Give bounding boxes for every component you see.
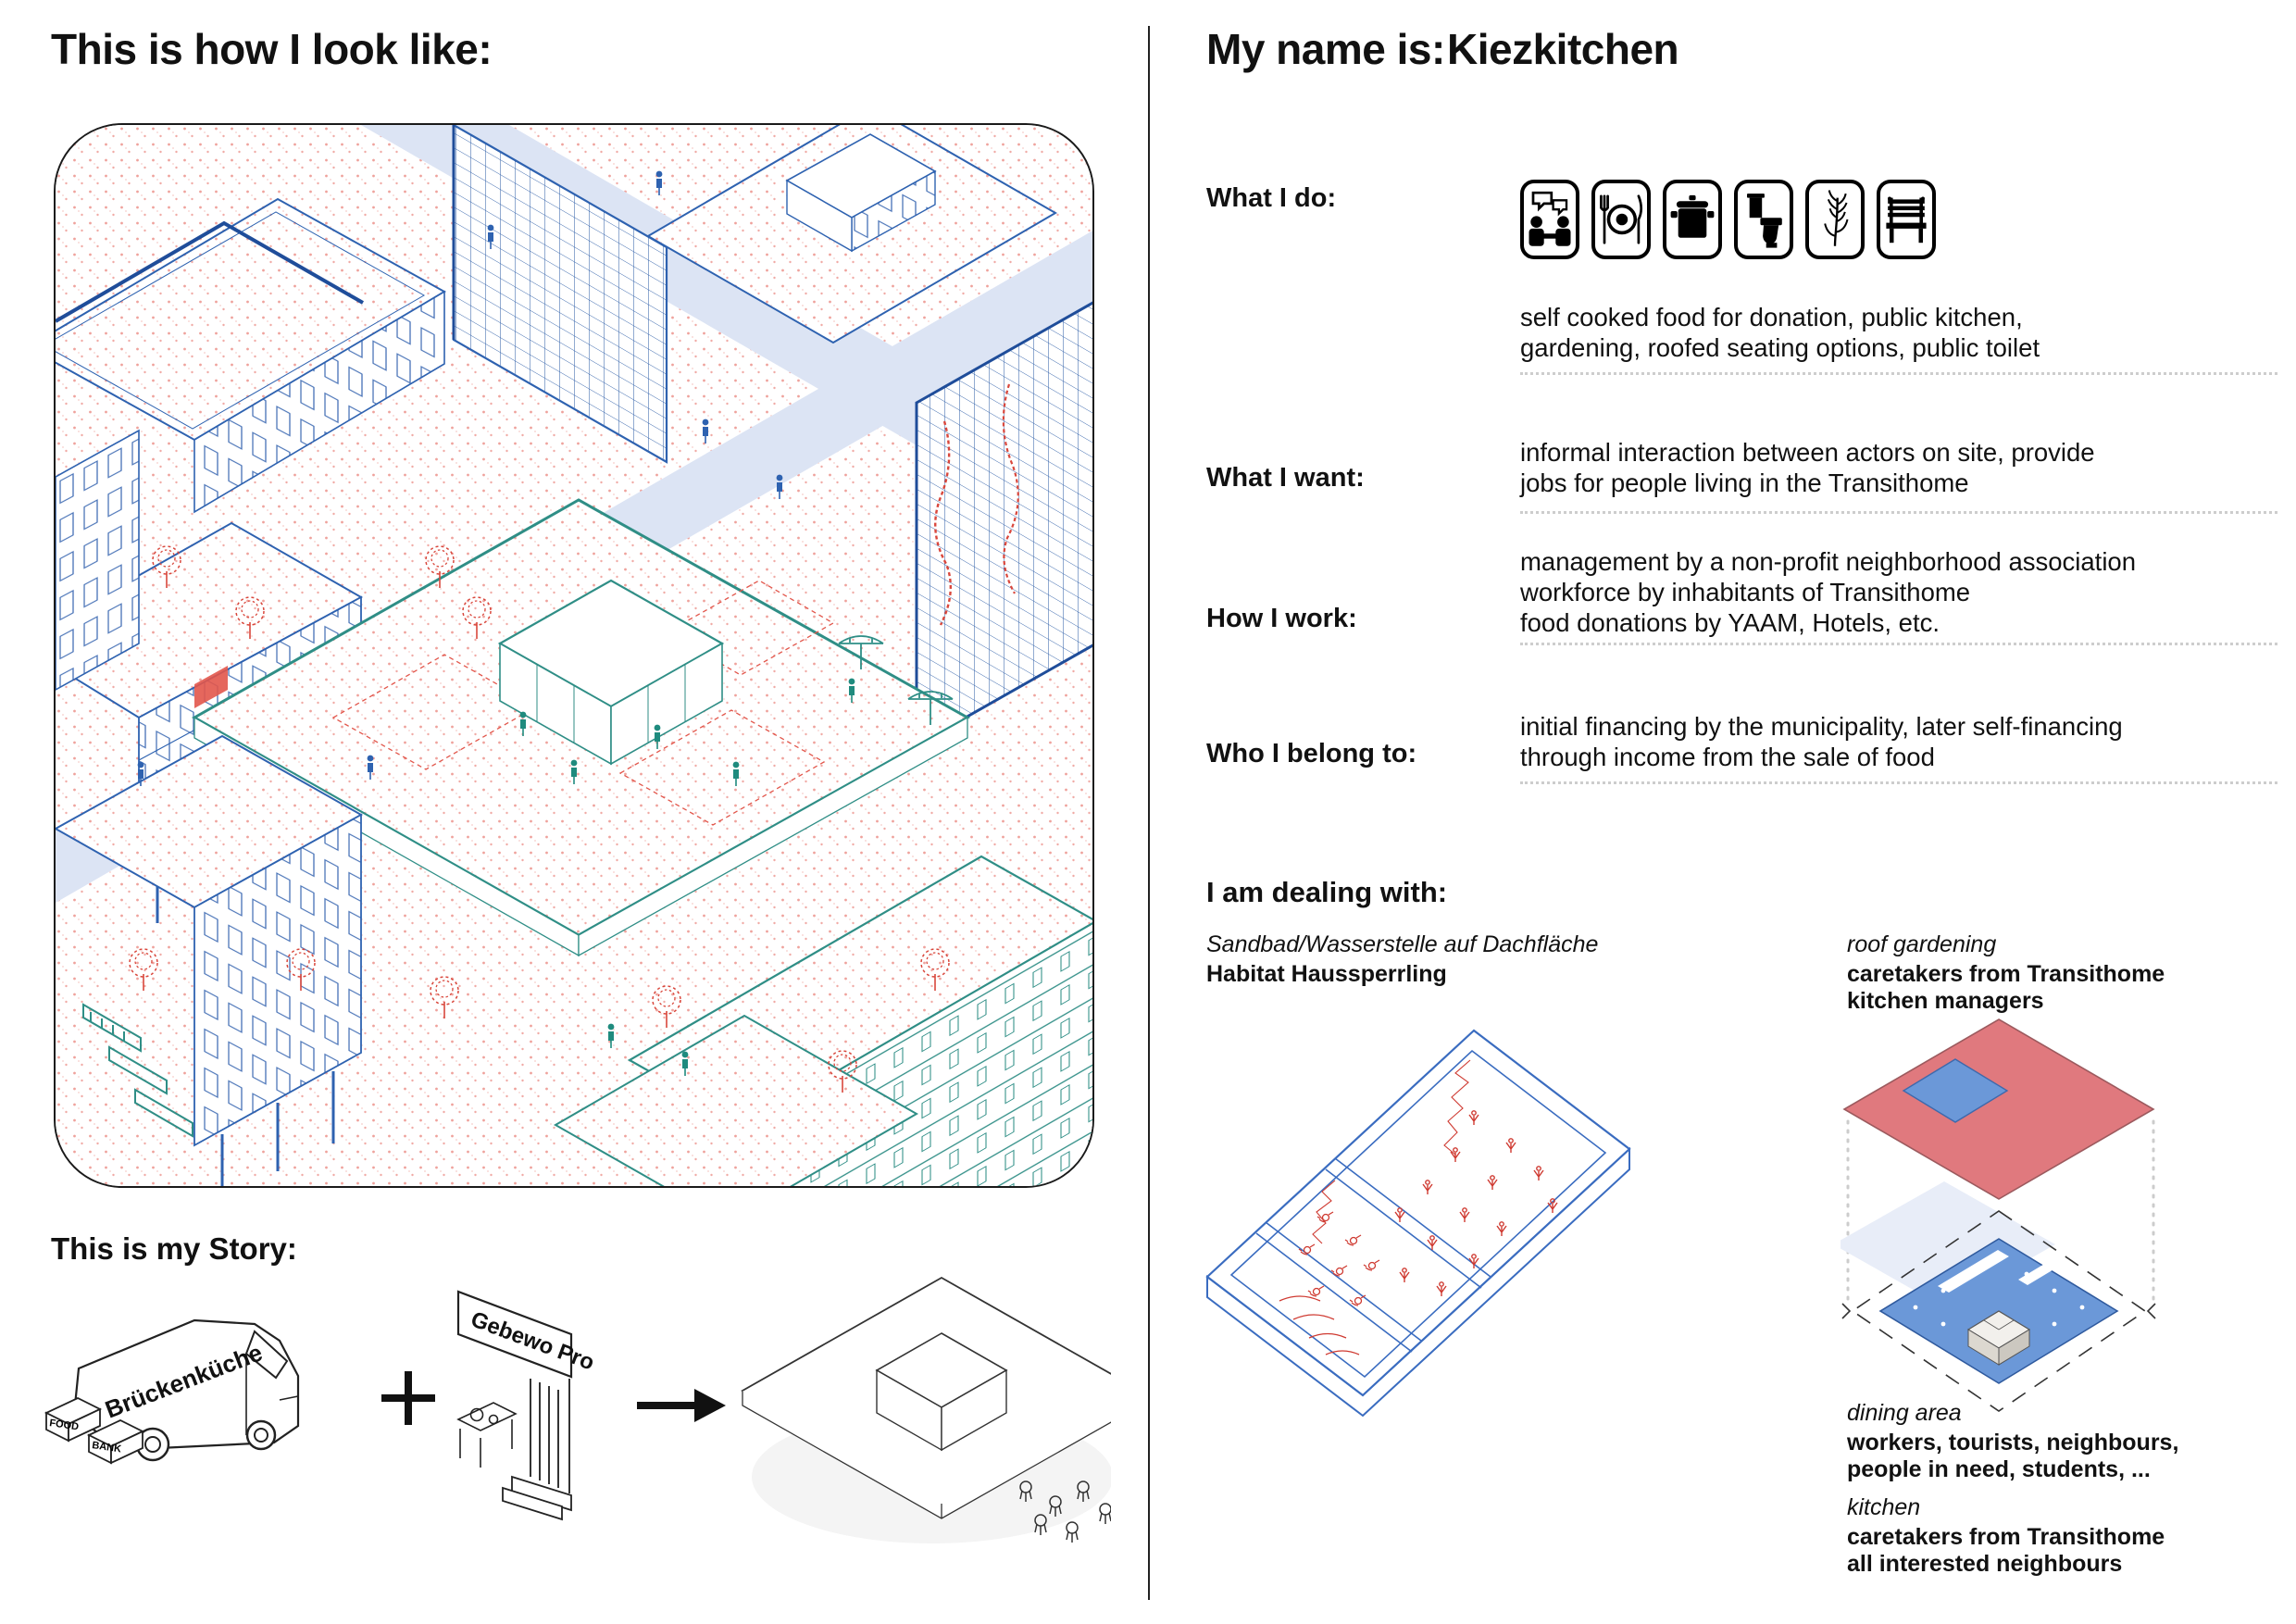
exploded-roof-drawing [1841, 1018, 2156, 1412]
building-right-tower [915, 301, 1092, 748]
dining-caption-italic: dining area [1847, 1400, 1962, 1426]
sandbath-drawing [1205, 1029, 1631, 1418]
dashed-frame [1851, 1210, 2147, 1412]
separator-dotted-4 [1520, 781, 2277, 784]
dotted-connectors [1846, 1119, 2155, 1302]
gebewo-pro-structure: Gebewo Pro [456, 1290, 598, 1521]
result-platform [741, 1276, 1111, 1543]
separator-dotted-2 [1520, 511, 2277, 514]
cooking-pot-icon [1663, 180, 1722, 259]
dining-caption-bold: workers, tourists, neighbours, people in… [1847, 1430, 2179, 1482]
building-bottom-right [553, 855, 1092, 1186]
plants-cell [1394, 1059, 1558, 1297]
floor-plan-layer [1878, 1238, 2119, 1384]
counter [456, 1402, 518, 1468]
kitchen-caption-italic: kitchen [1847, 1494, 1921, 1520]
city-illustration [56, 125, 1092, 1186]
building-top-center [452, 125, 668, 464]
conversation-icon [1520, 180, 1579, 259]
teal-staircase [82, 1003, 193, 1138]
toilet-icon [1734, 180, 1793, 259]
what-i-do-text: self cooked food for donation, public ki… [1520, 303, 2040, 362]
sandbath-caption-bold: Habitat Haussperrling [1206, 961, 1447, 987]
who-i-belong-to-label: Who I belong to: [1206, 739, 1417, 768]
what-i-want-label: What I want: [1206, 463, 1365, 493]
city-illustration-frame [54, 123, 1094, 1188]
what-i-do-icons [1520, 180, 1948, 259]
kitchen-pavilion [497, 579, 725, 766]
plus-sign [381, 1371, 435, 1425]
box-food-label: FOOD [49, 1418, 80, 1432]
box-bank-label: BANK [92, 1440, 122, 1455]
left-heading: This is how I look like: [51, 25, 493, 73]
what-i-do-label: What I do: [1206, 183, 1337, 213]
bench-icon [1877, 180, 1936, 259]
how-i-work-label: How I work: [1206, 604, 1357, 633]
building-bottom-left [56, 734, 364, 1186]
building-top-right [646, 125, 1057, 344]
birds-cell [1298, 1180, 1380, 1306]
water-cell [1279, 1295, 1360, 1355]
food-bank-boxes: FOOD BANK [44, 1396, 145, 1465]
how-i-work-text: management by a non-profit neighborhood … [1520, 547, 2137, 637]
tray-dividers [1255, 1157, 1491, 1353]
kitchen-block [1966, 1310, 2031, 1366]
building-far-left [56, 429, 140, 691]
who-i-belong-to-text: initial financing by the municipality, l… [1520, 712, 2123, 771]
separator-dotted-1 [1520, 372, 2277, 375]
roof-caption-bold: caretakers from Transithome kitchen mana… [1847, 961, 2165, 1014]
kitchen-caption-bold: caretakers from Transithome all interest… [1847, 1524, 2165, 1577]
dining-icon [1591, 180, 1651, 259]
building-top-left [56, 197, 447, 514]
name-label: My name is: [1206, 25, 1445, 73]
chevrons [1841, 1303, 2156, 1319]
shadow-plane [1841, 1181, 2055, 1307]
plant-icon [1805, 180, 1865, 259]
separator-dotted-3 [1520, 643, 2277, 645]
column-divider [1148, 26, 1150, 1600]
dealing-heading: I am dealing with: [1206, 876, 1448, 908]
roof-garden-layer [1842, 1018, 2155, 1200]
what-i-want-text: informal interaction between actors on s… [1520, 438, 2095, 497]
sandbath-caption-italic: Sandbad/Wasserstelle auf Dachfläche [1206, 931, 1599, 957]
story-heading: This is my Story: [51, 1231, 297, 1266]
name-value: Kiezkitchen [1447, 25, 1679, 73]
arrow-right [637, 1389, 726, 1422]
roof-caption-italic: roof gardening [1847, 931, 1997, 957]
van-brueckenkueche: Brückenküche [72, 1318, 300, 1462]
story-illustration: Brückenküche FOOD BANK Gebewo Pro [44, 1276, 1111, 1543]
